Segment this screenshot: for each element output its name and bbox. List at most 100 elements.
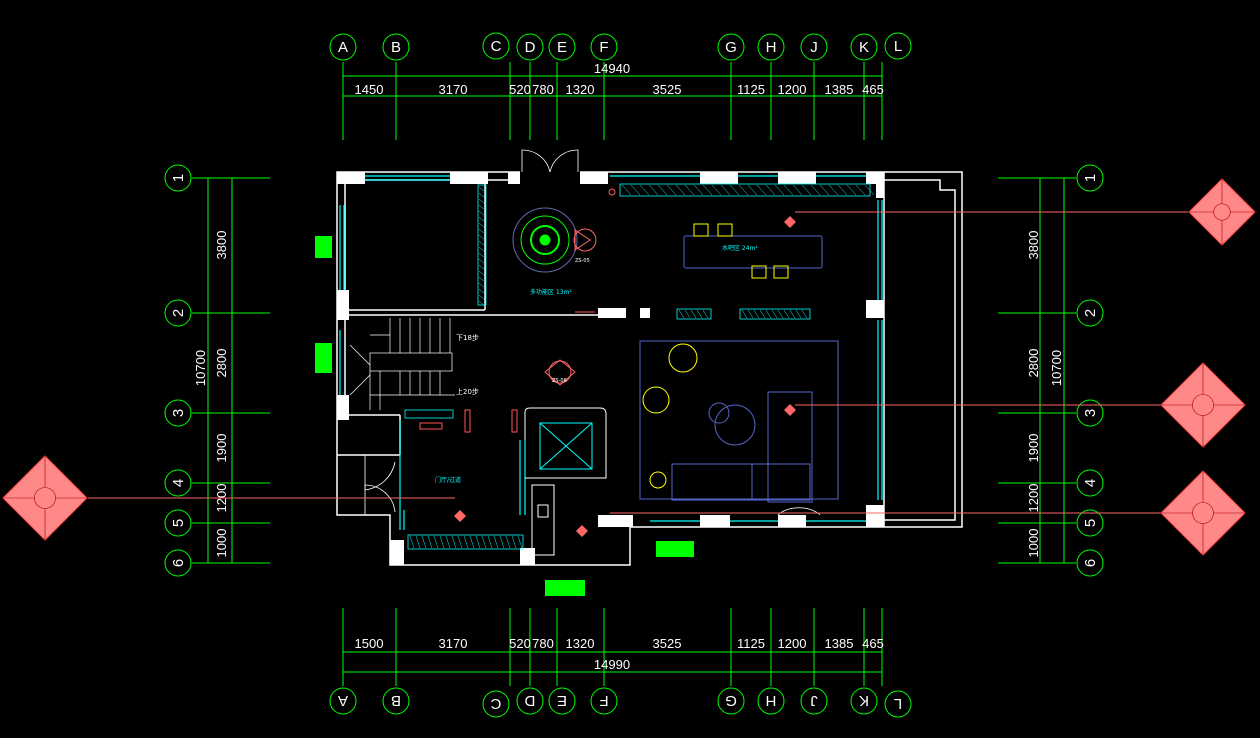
left-dim-4: 1000 — [214, 529, 229, 558]
grid-bubble-top-e-label: E — [557, 39, 567, 56]
grid-bubble-left-3-label: 3 — [170, 409, 187, 417]
grid-bubble-bottom-a-label: A — [338, 692, 348, 709]
top-dim-3: 780 — [532, 82, 554, 97]
bottom-dim-9: 465 — [862, 636, 884, 651]
left-dim-0: 3800 — [214, 231, 229, 260]
left-row-ticks — [192, 177, 270, 564]
left-dim-2: 1900 — [214, 434, 229, 463]
grid-bubble-left-5: 5 — [164, 509, 192, 537]
grid-bubble-bottom-h: H — [757, 687, 785, 715]
top-dim-7: 1200 — [778, 82, 807, 97]
grid-bubble-top-d-label: D — [525, 39, 536, 56]
center-tag-label: ZS-05 — [575, 258, 590, 264]
top-dim-6: 1125 — [737, 82, 765, 97]
grid-bubble-left-1-label: 1 — [170, 174, 187, 182]
view-tag-label: ZS-06 — [552, 378, 567, 384]
grid-bubble-top-a: A — [329, 33, 357, 61]
lounge-furniture — [639, 340, 839, 503]
top-total-dimension: 14940 — [594, 61, 630, 76]
windows — [339, 175, 883, 530]
water-bar-label: 水吧区 24m² — [722, 244, 758, 252]
grid-bubble-bottom-k-label: K — [859, 692, 869, 709]
stair-down-label: 下18步 — [456, 334, 479, 342]
bottom-dim-1: 3170 — [439, 636, 468, 651]
grid-bubble-top-f: F — [590, 33, 618, 61]
bottom-dim-0: 1500 — [355, 636, 384, 651]
grid-bubble-top-g-label: G — [725, 39, 737, 56]
index-diamond-4 — [2, 455, 88, 541]
bottom-total-dimension: 14990 — [594, 657, 630, 672]
right-dim-1: 2800 — [1026, 349, 1041, 378]
grid-bubble-right-5-label: 5 — [1082, 519, 1099, 527]
water-bar-counter — [683, 235, 823, 269]
staircase — [349, 318, 455, 410]
grid-bubble-top-a-label: A — [338, 39, 348, 56]
bottom-dim-2: 520 — [509, 636, 531, 651]
grid-bubble-left-4-label: 4 — [170, 479, 187, 487]
top-column-ticks — [342, 62, 883, 140]
grid-bubble-left-6: 6 — [164, 549, 192, 577]
grid-bubble-left-2-label: 2 — [170, 309, 187, 317]
left-row-bubbles: 1 2 3 4 5 6 — [164, 164, 192, 577]
bottom-column-ticks — [342, 608, 883, 686]
grid-bubble-top-l: L — [884, 32, 912, 60]
grid-bubble-top-c: C — [482, 32, 510, 60]
multi-area-label: 多功能区 13m² — [530, 288, 572, 296]
grid-bubble-top-e: E — [548, 33, 576, 61]
grid-bubble-top-h: H — [757, 33, 785, 61]
grid-bubble-bottom-a: A — [329, 687, 357, 715]
grid-bubble-top-g: G — [717, 33, 745, 61]
wall-blocks — [337, 172, 884, 565]
grid-bubble-top-j-label: J — [810, 39, 818, 56]
top-dim-4: 1320 — [566, 82, 595, 97]
grid-bubble-right-2: 2 — [1076, 299, 1104, 327]
grid-bubble-top-l-label: L — [894, 38, 902, 55]
bottom-dim-8: 1385 — [825, 636, 854, 651]
grid-bubble-bottom-l-label: L — [894, 695, 902, 712]
grid-bubble-right-4-label: 4 — [1082, 479, 1099, 487]
grid-bubble-bottom-j-label: J — [810, 692, 818, 709]
stair-up-label: 上20步 — [456, 387, 479, 396]
grid-bubble-left-1: 1 — [164, 164, 192, 192]
index-marks — [454, 216, 796, 537]
grid-bubble-left-3: 3 — [164, 399, 192, 427]
right-row-ticks — [998, 177, 1076, 564]
grid-bubble-top-b: B — [382, 33, 410, 61]
grid-bubble-right-5: 5 — [1076, 509, 1104, 537]
index-diamond-3 — [1160, 470, 1246, 556]
grid-bubble-left-4: 4 — [164, 469, 192, 497]
grid-bubble-right-6: 6 — [1076, 549, 1104, 577]
grid-bubble-right-4: 4 — [1076, 469, 1104, 497]
grid-bubble-bottom-d: D — [516, 687, 544, 715]
doors — [364, 149, 821, 516]
right-dim-2: 1900 — [1026, 434, 1041, 463]
entrance-label: 门厅/过道 — [435, 476, 461, 484]
left-total-dimension: 10700 — [193, 350, 208, 386]
grid-bubble-bottom-d-label: D — [524, 692, 535, 709]
grid-bubble-top-h-label: H — [766, 39, 777, 56]
bottom-dim-7: 1200 — [778, 636, 807, 651]
grid-bubble-bottom-c: C — [482, 690, 510, 718]
elevator — [524, 407, 607, 556]
index-diamond-2 — [1160, 362, 1246, 448]
grid-bubble-bottom-f-label: F — [599, 692, 608, 709]
grid-bubble-bottom-l: L — [884, 690, 912, 718]
grid-bubble-right-1-label: 1 — [1082, 174, 1099, 182]
decorative-round-table — [512, 207, 578, 273]
leader-lines — [88, 211, 1188, 514]
grid-bubble-bottom-g: G — [717, 687, 745, 715]
top-dim-8: 1385 — [825, 82, 854, 97]
grid-bubble-bottom-b-label: B — [391, 692, 401, 709]
grid-bubble-right-6-label: 6 — [1082, 559, 1099, 567]
grid-bubble-top-k: K — [850, 33, 878, 61]
grid-bubble-right-2-label: 2 — [1082, 309, 1099, 317]
grid-bubble-left-6-label: 6 — [170, 559, 187, 567]
right-dim-4: 1000 — [1026, 529, 1041, 558]
grid-bubble-bottom-f: F — [590, 687, 618, 715]
bottom-dim-6: 1125 — [737, 636, 765, 651]
